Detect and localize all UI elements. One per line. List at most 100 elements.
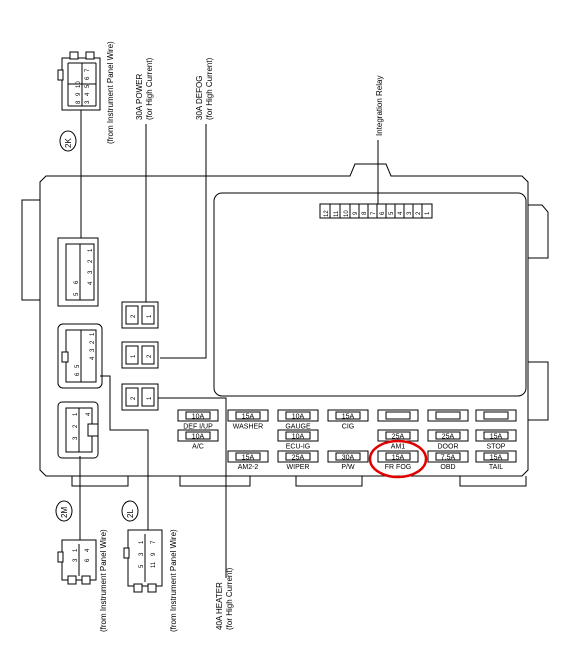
svg-text:ECU-IG: ECU-IG: [286, 444, 311, 451]
integration-pin: 11: [334, 210, 340, 217]
svg-text:DEF I/UP: DEF I/UP: [183, 424, 213, 431]
svg-text:DOOR: DOOR: [438, 444, 459, 451]
svg-text:WASHER: WASHER: [233, 424, 263, 431]
leader-defog: [160, 124, 207, 359]
fuse-ecu-ig[interactable]: 10A ECU-IG: [277, 429, 319, 451]
fuse-door[interactable]: 25A DOOR: [427, 429, 469, 451]
svg-text:AM1: AM1: [391, 444, 406, 451]
connector-2m-pin: 1: [73, 548, 79, 552]
connector-2k[interactable]: 3 4 5 6 7 8 9 10: [57, 51, 101, 111]
integration-pin: 12: [324, 210, 330, 217]
svg-text:10A: 10A: [292, 414, 305, 421]
svg-text:25A: 25A: [292, 455, 305, 462]
relay-defog-pin: 1: [131, 354, 137, 358]
relay-power-note: (for High Current): [145, 57, 154, 120]
fuse-gauge[interactable]: 10A GAUGE: [277, 409, 319, 431]
relay-heater-label: 40A HEATER: [215, 582, 224, 630]
fuse-wiper[interactable]: 25A WIPER: [277, 450, 319, 471]
svg-text:TAIL: TAIL: [489, 464, 503, 471]
connector-2l-pin: 3: [139, 552, 145, 556]
svg-text:A/C: A/C: [192, 444, 204, 451]
box-b-pin: 6: [75, 372, 81, 376]
connector-2m-tag: 2M: [55, 500, 73, 522]
svg-text:P/W: P/W: [341, 464, 355, 471]
connector-2l-pin: 5: [139, 564, 145, 568]
relay-defog-label: 30A DEFOG: [195, 76, 204, 120]
integration-pin: 2: [416, 211, 422, 215]
relay-heater-note: (for High Current): [225, 567, 234, 630]
fuse-obd[interactable]: 7.5A OBD: [427, 450, 469, 471]
connector-2m[interactable]: 1 3 4 6: [57, 539, 97, 585]
connector-2l-pin: 11: [151, 561, 157, 568]
relay-defog-pin: 2: [147, 354, 153, 358]
connector-2l-pin: 1: [139, 540, 145, 544]
relay-power-pin: 2: [131, 314, 137, 318]
box-c-pin: 3: [73, 436, 79, 440]
box-b-pin: 4: [90, 356, 96, 360]
integration-pin: 6: [380, 211, 386, 215]
connector-2m-note: (from Instrument Panel Wire): [99, 529, 108, 632]
connector-2m-pin: 6: [85, 558, 91, 562]
fuse-stop[interactable]: 15A STOP: [475, 429, 517, 451]
svg-text:FR FOG: FR FOG: [385, 464, 411, 471]
svg-text:15A: 15A: [392, 455, 405, 462]
fuse-am2-2[interactable]: 15A AM2-2: [227, 450, 269, 471]
connector-2k-tag: 2K: [59, 130, 77, 152]
box-b-pin: 2: [90, 340, 96, 344]
connector-2l[interactable]: 1 3 5 7 9 11: [123, 529, 163, 593]
integration-pin: 4: [398, 211, 404, 215]
svg-text:2K: 2K: [64, 138, 73, 148]
box-a-pin: 6: [74, 280, 80, 284]
fuse-pw[interactable]: 30A P/W: [327, 450, 369, 471]
connector-2k-pin: 6: [85, 76, 91, 80]
box-connector-b[interactable]: 1 2 3 4 5 6: [57, 323, 103, 389]
relay-power[interactable]: 2 1: [121, 301, 159, 329]
box-b-pin: 5: [75, 364, 81, 368]
box-a-pin: 5: [74, 292, 80, 296]
svg-text:15A: 15A: [242, 414, 255, 421]
integration-pin: 1: [425, 211, 431, 215]
relay-power-label: 30A POWER: [135, 74, 144, 120]
svg-text:30A: 30A: [342, 455, 355, 462]
svg-text:25A: 25A: [442, 434, 455, 441]
box-a-pin: 4: [88, 281, 94, 285]
svg-text:15A: 15A: [342, 414, 355, 421]
svg-text:10A: 10A: [292, 434, 305, 441]
fuse-ac[interactable]: 10A A/C: [177, 429, 219, 451]
integration-pin: 8: [362, 211, 368, 215]
connector-2k-pin: 4: [85, 92, 91, 96]
fr-fog-highlight-circle: [368, 439, 428, 479]
fuse-slot-empty[interactable]: [475, 409, 517, 422]
fuse-tail[interactable]: 15A TAIL: [475, 450, 517, 471]
svg-text:STOP: STOP: [487, 444, 506, 451]
box-connector-c[interactable]: 1 2 3 4: [57, 401, 99, 459]
relay-defog-note: (for High Current): [205, 57, 214, 120]
box-connector-a[interactable]: 1 2 3 4 5 6: [57, 237, 99, 307]
relay-heater[interactable]: 2 1: [121, 383, 159, 411]
svg-text:10A: 10A: [192, 434, 205, 441]
integration-relay-block: [213, 192, 527, 397]
box-b-pin: 3: [90, 348, 96, 352]
connector-2m-pin: 4: [85, 548, 91, 552]
leader-2l: [100, 375, 149, 530]
relay-power-pin: 1: [147, 314, 153, 318]
box-a-pin: 3: [88, 270, 94, 274]
integration-pin: 10: [344, 210, 350, 217]
integration-relay-connector[interactable]: 12 11 10 9 8 7 6 5 4 3 2 1: [319, 203, 433, 219]
box-c-pin: 2: [73, 424, 79, 428]
svg-text:WIPER: WIPER: [287, 464, 310, 471]
svg-text:25A: 25A: [392, 434, 405, 441]
svg-text:15A: 15A: [490, 434, 503, 441]
fuse-slot-empty[interactable]: [377, 409, 419, 422]
box-a-pin: 1: [88, 248, 94, 252]
integration-pin: 9: [353, 211, 359, 215]
svg-text:15A: 15A: [242, 455, 255, 462]
fuse-washer[interactable]: 15A WASHER: [227, 409, 269, 431]
relay-defog[interactable]: 1 2: [121, 341, 159, 369]
fuse-cig[interactable]: 15A CIG: [327, 409, 369, 431]
fuse-fr-fog[interactable]: 15A FR FOG: [377, 450, 419, 471]
fuse-slot-empty[interactable]: [427, 409, 469, 422]
fuse-def-iup[interactable]: 10A DEF I/UP: [177, 409, 219, 431]
leader-heater: [158, 397, 227, 578]
integration-pin: 7: [371, 211, 377, 215]
